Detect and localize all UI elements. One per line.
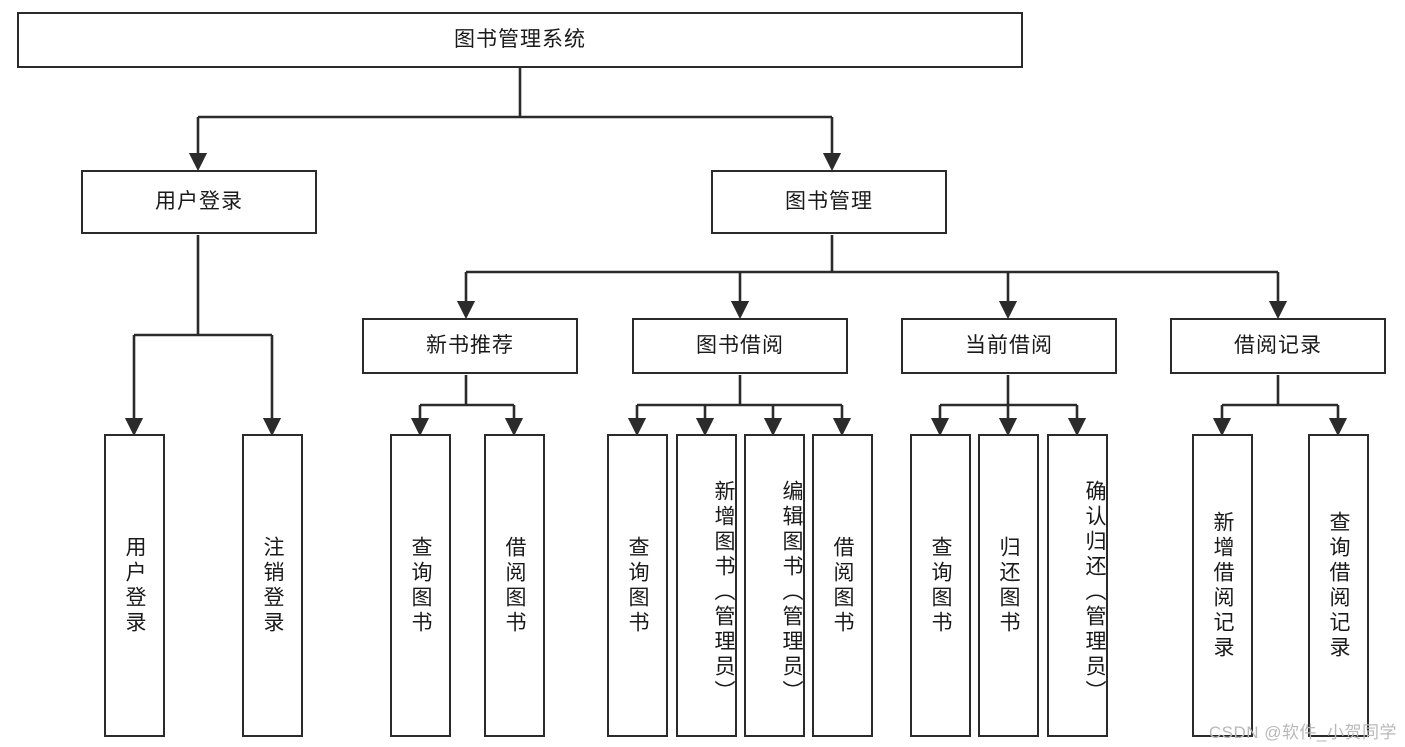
node-leaf-query-book-3-label: 查询图书 <box>929 535 953 636</box>
node-current-borrow[interactable]: 当前借阅 <box>901 318 1117 374</box>
node-current-borrow-label: 当前借阅 <box>965 334 1053 358</box>
node-book-manage-label: 图书管理 <box>785 190 873 214</box>
watermark: CSDN @软件_小贺同学 <box>1208 723 1397 742</box>
node-leaf-borrow-book-1[interactable]: 借阅图书 <box>484 434 545 737</box>
node-leaf-add-book[interactable]: 新增图书（管理员） <box>676 434 737 737</box>
node-leaf-query-book-1-label: 查询图书 <box>409 535 433 636</box>
node-borrow-record-label: 借阅记录 <box>1234 334 1322 358</box>
node-leaf-borrow-book-1-label: 借阅图书 <box>503 535 527 636</box>
node-leaf-query-record[interactable]: 查询借阅记录 <box>1308 434 1369 737</box>
node-book-manage[interactable]: 图书管理 <box>711 170 947 234</box>
node-root[interactable]: 图书管理系统 <box>17 12 1023 68</box>
node-leaf-add-book-label: 新增图书（管理员） <box>712 480 735 705</box>
node-leaf-query-book-3[interactable]: 查询图书 <box>910 434 971 737</box>
node-leaf-logout-label: 注销登录 <box>261 535 285 636</box>
node-leaf-user-login-label: 用户登录 <box>123 535 147 636</box>
node-user-login-label: 用户登录 <box>155 190 243 214</box>
node-new-book-recommend[interactable]: 新书推荐 <box>362 318 578 374</box>
node-leaf-borrow-book-2-label: 借阅图书 <box>831 535 855 636</box>
node-new-book-recommend-label: 新书推荐 <box>426 334 514 358</box>
node-leaf-confirm-return-label: 确认归还（管理员） <box>1083 480 1106 705</box>
node-leaf-confirm-return[interactable]: 确认归还（管理员） <box>1047 434 1108 737</box>
node-leaf-query-book-1[interactable]: 查询图书 <box>390 434 451 737</box>
node-root-label: 图书管理系统 <box>454 28 586 52</box>
node-leaf-query-book-2[interactable]: 查询图书 <box>607 434 668 737</box>
node-book-borrow-label: 图书借阅 <box>696 334 784 358</box>
node-leaf-add-record-label: 新增借阅记录 <box>1211 510 1235 661</box>
node-leaf-logout[interactable]: 注销登录 <box>242 434 303 737</box>
node-leaf-user-login[interactable]: 用户登录 <box>104 434 165 737</box>
node-leaf-return-book[interactable]: 归还图书 <box>978 434 1039 737</box>
node-leaf-borrow-book-2[interactable]: 借阅图书 <box>812 434 873 737</box>
node-leaf-edit-book[interactable]: 编辑图书（管理员） <box>744 434 805 737</box>
node-leaf-query-book-2-label: 查询图书 <box>626 535 650 636</box>
node-leaf-return-book-label: 归还图书 <box>997 535 1021 636</box>
node-user-login[interactable]: 用户登录 <box>81 170 317 234</box>
node-leaf-add-record[interactable]: 新增借阅记录 <box>1192 434 1253 737</box>
node-leaf-edit-book-label: 编辑图书（管理员） <box>780 480 803 705</box>
node-book-borrow[interactable]: 图书借阅 <box>632 318 848 374</box>
node-leaf-query-record-label: 查询借阅记录 <box>1327 510 1351 661</box>
node-borrow-record[interactable]: 借阅记录 <box>1170 318 1386 374</box>
